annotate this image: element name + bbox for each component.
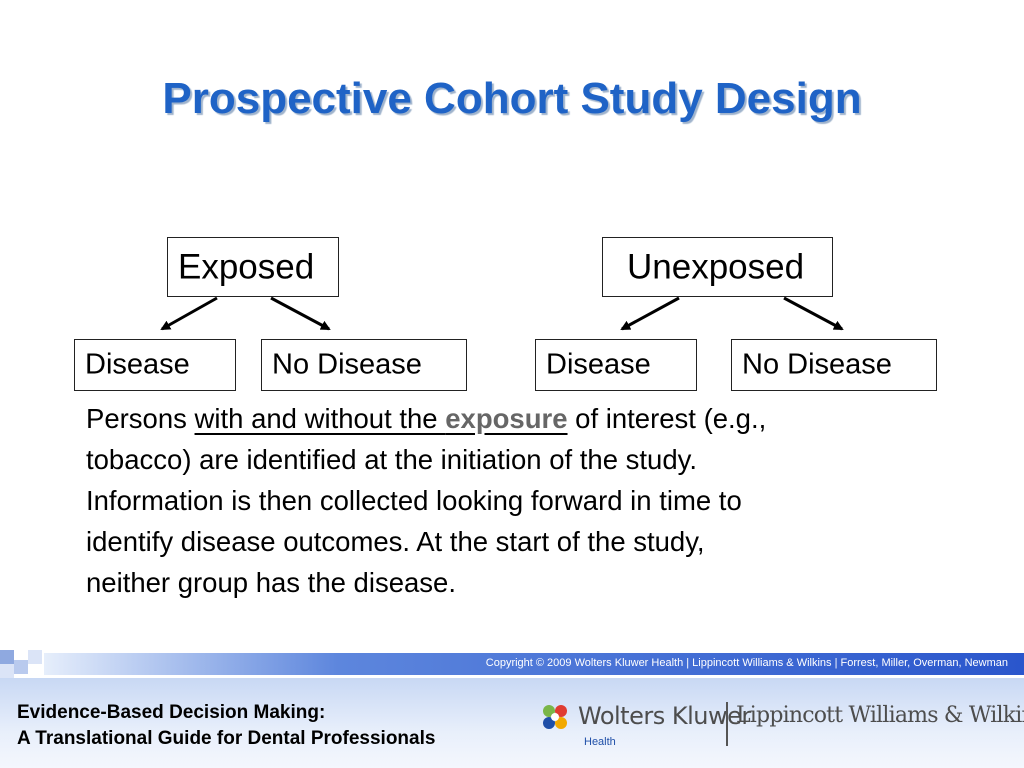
description-line-5: neither group has the disease. bbox=[86, 567, 456, 598]
decor-square bbox=[0, 664, 14, 678]
unexposed-label: Unexposed bbox=[627, 247, 805, 287]
description-line-1: Persons with and without the exposure of… bbox=[86, 398, 966, 439]
logo-wolters-kluwer: Wolters Kluwer bbox=[578, 702, 751, 730]
description-paragraph: Persons with and without the exposure of… bbox=[86, 398, 966, 603]
text-with-without: with and without the exposure bbox=[195, 403, 568, 434]
logo-lippincott: Lippincott Williams & Wilkins bbox=[736, 703, 1024, 728]
exposed-no-disease-label: No Disease bbox=[272, 348, 422, 381]
logo-health: Health bbox=[584, 736, 616, 748]
exposed-disease-box: Disease bbox=[74, 339, 236, 391]
unexposed-disease-box: Disease bbox=[535, 339, 697, 391]
book-title-line-2: A Translational Guide for Dental Profess… bbox=[17, 728, 436, 749]
text-with-without-label: with and without the bbox=[194, 403, 446, 434]
unexposed-disease-label: Disease bbox=[546, 348, 651, 381]
description-line-2: tobacco) are identified at the initiatio… bbox=[86, 444, 697, 475]
logo-divider bbox=[726, 702, 728, 746]
unexposed-no-disease-box: No Disease bbox=[731, 339, 937, 391]
arrow-unexposed-to-disease bbox=[620, 296, 680, 331]
decor-square bbox=[28, 650, 42, 664]
decor-square bbox=[14, 660, 28, 674]
decor-square bbox=[0, 650, 14, 664]
exposure-term: exposure bbox=[445, 403, 568, 434]
publisher-logo: Wolters Kluwer Health Lippincott William… bbox=[540, 702, 1024, 752]
text-persons: Persons bbox=[86, 403, 195, 434]
exposed-label: Exposed bbox=[178, 247, 315, 287]
slide-title: Prospective Cohort Study Design bbox=[162, 74, 862, 123]
description-line-3: Information is then collected looking fo… bbox=[86, 485, 742, 516]
exposed-box: Exposed bbox=[167, 237, 339, 297]
arrow-exposed-to-disease bbox=[160, 296, 218, 331]
arrow-unexposed-to-no-disease bbox=[783, 296, 844, 331]
wolters-kluwer-mark-icon bbox=[543, 705, 567, 729]
copyright-bar: Copyright © 2009 Wolters Kluwer Health |… bbox=[44, 653, 1024, 675]
footer-band: Evidence-Based Decision Making: A Transl… bbox=[0, 678, 1024, 768]
exposed-disease-label: Disease bbox=[85, 348, 190, 381]
unexposed-box: Unexposed bbox=[602, 237, 833, 297]
text-of-interest: of interest (e.g., bbox=[567, 403, 767, 434]
exposed-no-disease-box: No Disease bbox=[261, 339, 467, 391]
unexposed-no-disease-label: No Disease bbox=[742, 348, 892, 381]
book-title: Evidence-Based Decision Making: A Transl… bbox=[17, 700, 435, 752]
arrow-exposed-to-no-disease bbox=[270, 296, 331, 331]
description-line-4: identify disease outcomes. At the start … bbox=[86, 526, 705, 557]
book-title-line-1: Evidence-Based Decision Making: bbox=[17, 702, 326, 723]
copyright-text: Copyright © 2009 Wolters Kluwer Health |… bbox=[485, 657, 1008, 669]
